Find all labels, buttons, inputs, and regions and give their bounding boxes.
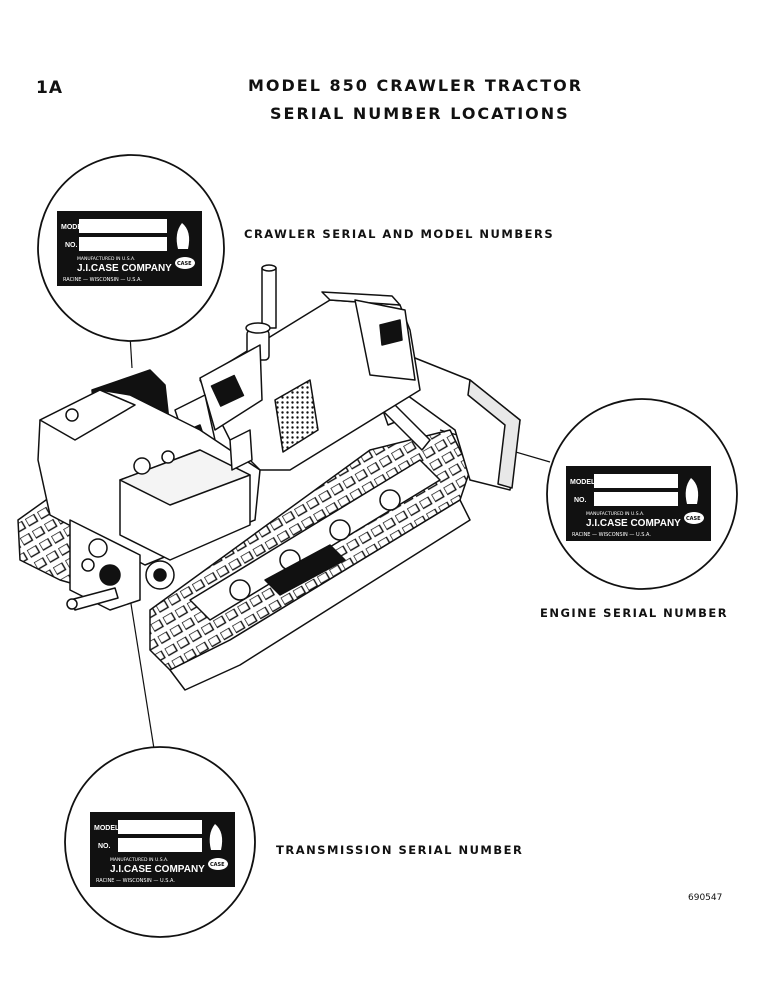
serial-plate-engine: MODEL NO. MANUFACTURED IN U.S.A. J.I.CAS… <box>566 466 711 541</box>
figure-id: 690547 <box>688 893 723 903</box>
plate-made-in: MANUFACTURED IN U.S.A. <box>110 857 168 863</box>
plate-model-label: MODEL <box>94 825 120 832</box>
eagle-emblem-icon <box>685 478 699 504</box>
plate-company: J.I.CASE COMPANY <box>586 518 681 529</box>
eagle-emblem-icon <box>209 824 223 850</box>
eagle-emblem-icon <box>176 223 190 249</box>
plate-made-in: MANUFACTURED IN U.S.A. <box>77 256 135 262</box>
case-badge-icon <box>208 858 228 870</box>
plate-no-label: NO. <box>574 497 587 504</box>
plate-model-label: MODEL <box>61 224 87 231</box>
plate-model-label: MODEL <box>570 479 596 486</box>
caption-crawler-serial: CRAWLER SERIAL AND MODEL NUMBERS <box>244 227 555 241</box>
serial-plate-crawler: MODEL NO. MANUFACTURED IN U.S.A. J.I.CAS… <box>57 211 202 286</box>
plate-badge: CASE <box>210 862 225 868</box>
caption-engine-serial: ENGINE SERIAL NUMBER <box>540 606 729 620</box>
plate-no-label: NO. <box>98 843 111 850</box>
serial-plate-transmission: MODEL NO. MANUFACTURED IN U.S.A. J.I.CAS… <box>90 812 235 887</box>
plate-location: RACINE — WISCONSIN — U.S.A. <box>63 277 142 283</box>
caption-transmission-serial: TRANSMISSION SERIAL NUMBER <box>276 843 524 857</box>
page-title: MODEL 850 CRAWLER TRACTOR <box>248 76 584 95</box>
case-badge-icon <box>684 512 704 524</box>
plate-badge: CASE <box>686 516 701 522</box>
page-subtitle: SERIAL NUMBER LOCATIONS <box>270 104 570 123</box>
plate-location: RACINE — WISCONSIN — U.S.A. <box>96 878 175 884</box>
page-label: 1A <box>36 78 63 98</box>
plate-company: J.I.CASE COMPANY <box>77 263 172 274</box>
plate-badge: CASE <box>177 261 192 267</box>
case-badge-icon <box>175 257 195 269</box>
plate-company: J.I.CASE COMPANY <box>110 864 205 875</box>
leader-line-transmission <box>127 584 156 756</box>
plate-location: RACINE — WISCONSIN — U.S.A. <box>572 532 651 538</box>
plate-made-in: MANUFACTURED IN U.S.A. <box>586 511 644 517</box>
crawler-tractor <box>17 264 521 691</box>
plate-no-label: NO. <box>65 242 78 249</box>
